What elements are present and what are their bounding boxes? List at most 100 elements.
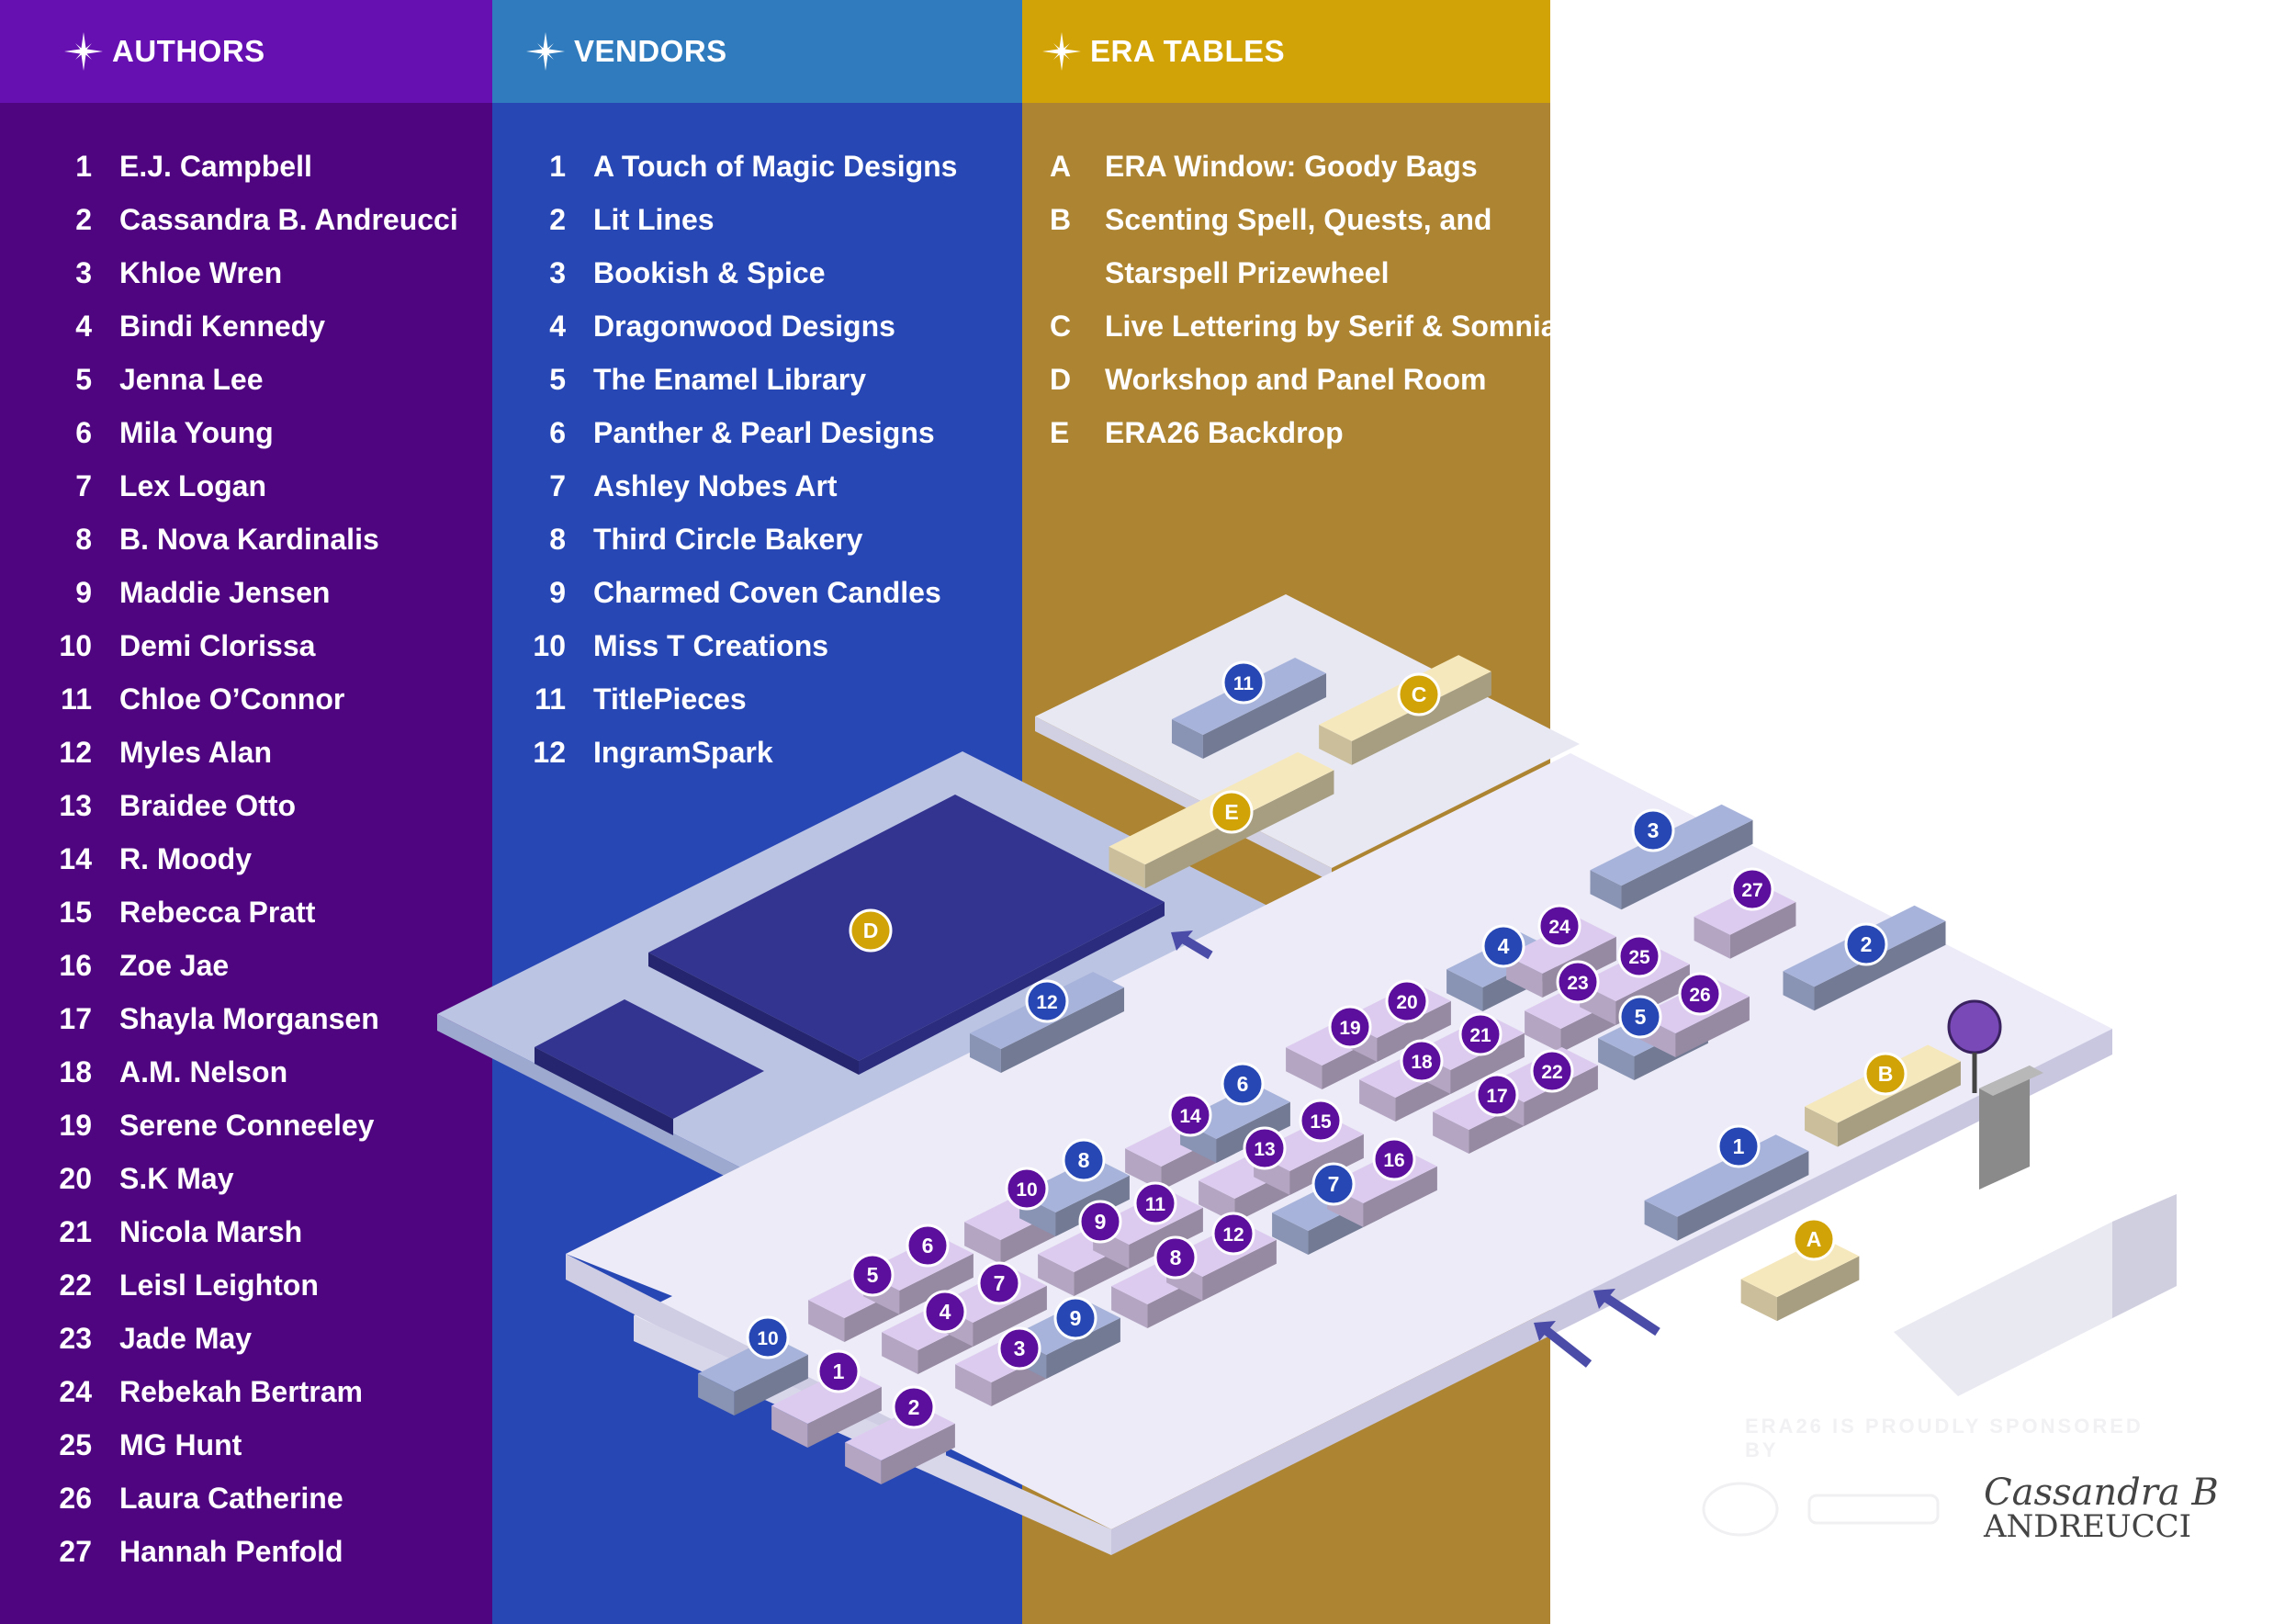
authors-item-name: Khloe Wren <box>119 255 283 289</box>
marker-label: 7 <box>994 1271 1006 1295</box>
era-item-number: B <box>1050 202 1072 236</box>
workshop-room-edge-2 <box>859 902 1165 1075</box>
marker-circle <box>1530 1049 1574 1093</box>
vendor-table-12-front <box>1000 987 1125 1074</box>
sparkle-icon <box>1042 32 1081 71</box>
vendor-table-9-front <box>1046 1317 1120 1379</box>
marker-label: C <box>1412 682 1427 706</box>
sponsor-logo-1 <box>1702 1482 1779 1537</box>
marker-circle <box>1168 1093 1212 1137</box>
author-table-6-front <box>899 1253 974 1314</box>
era-table-a-front <box>1776 1256 1860 1322</box>
authors-item-number: 27 <box>59 1534 92 1568</box>
authors-item-name: Chloe O’Connor <box>119 682 345 716</box>
map-marker-author-17: 17 <box>1475 1073 1519 1117</box>
vendors-item-name: Charmed Coven Candles <box>593 575 941 609</box>
author-table-7-front <box>973 1285 1047 1347</box>
vendor-table-11-side <box>1171 719 1203 760</box>
marker-label: 1 <box>833 1359 845 1383</box>
marker-circle <box>849 908 893 953</box>
author-table-11-front <box>1129 1207 1203 1269</box>
marker-circle <box>1678 972 1722 1016</box>
authors-item-name: Rebekah Bertram <box>119 1374 363 1408</box>
vendors-item-name: Bookish & Spice <box>593 255 826 289</box>
map-marker-vendor-5: 5 <box>1618 995 1662 1039</box>
vendors-item-name: IngramSpark <box>593 735 773 769</box>
map-marker-era-E: E <box>1210 790 1254 834</box>
marker-circle <box>1397 672 1441 716</box>
marker-circle <box>906 1224 950 1268</box>
authors-item-name: Hannah Penfold <box>119 1534 343 1568</box>
vendor-table-11-front <box>1202 672 1327 760</box>
authors-item-number: 9 <box>75 575 92 609</box>
marker-label: 7 <box>1328 1172 1340 1196</box>
marker-label: 24 <box>1548 917 1570 938</box>
vendor-table-1 <box>1644 1134 1809 1241</box>
map-marker-author-5: 5 <box>850 1253 895 1297</box>
authors-item-number: 2 <box>75 202 92 236</box>
map-marker-author-14: 14 <box>1168 1093 1212 1137</box>
map-marker-vendor-10: 10 <box>746 1315 790 1359</box>
author-table-16-front <box>1363 1166 1437 1227</box>
map-marker-author-16: 16 <box>1372 1137 1416 1181</box>
vendors-item-number: 8 <box>549 522 566 556</box>
elevator <box>1979 1066 2030 1190</box>
vendor-table-10-side <box>698 1373 735 1415</box>
map-marker-vendor-11: 11 <box>1221 660 1266 705</box>
arrow-head <box>1171 930 1193 951</box>
vendors-item-number: 5 <box>549 362 566 396</box>
marker-label: 10 <box>1016 1179 1037 1201</box>
map-marker-vendor-2: 2 <box>1844 922 1888 966</box>
author-table-21-front <box>1450 1032 1525 1094</box>
sponsor-logo-2 <box>1807 1494 1940 1525</box>
authors-item-number: 23 <box>59 1321 92 1355</box>
era-title: ERA TABLES <box>1090 34 1286 68</box>
authors-item-number: 12 <box>59 735 92 769</box>
marker-label: 10 <box>757 1328 778 1349</box>
authors-item-name: E.J. Campbell <box>119 149 312 183</box>
upper-room-floor <box>1035 594 1580 868</box>
vendors-item-number: 7 <box>549 468 566 502</box>
authors-item-number: 18 <box>59 1054 92 1088</box>
author-table-2-front <box>881 1423 955 1484</box>
era-item-number: D <box>1050 362 1072 396</box>
marker-circle <box>1458 1012 1503 1056</box>
vendors-item-name: Panther & Pearl Designs <box>593 415 935 449</box>
era-item-name: Workshop and Panel Room <box>1105 362 1487 396</box>
marker-label: B <box>1878 1062 1894 1086</box>
vendors-item-name: A Touch of Magic Designs <box>593 149 958 183</box>
map-marker-author-12: 12 <box>1211 1212 1255 1256</box>
map-marker-author-3: 3 <box>997 1326 1041 1370</box>
vendor-table-2-front <box>1814 920 1946 1011</box>
marker-label: 2 <box>1861 932 1873 956</box>
vendor-table-10-front <box>734 1354 808 1415</box>
marker-circle <box>1211 1212 1255 1256</box>
map-marker-author-20: 20 <box>1385 979 1429 1023</box>
vendors-item-name: The Enamel Library <box>593 362 866 396</box>
marker-label: 14 <box>1179 1106 1201 1127</box>
marker-label: E <box>1224 800 1238 824</box>
marker-label: 1 <box>1733 1134 1745 1158</box>
era-item-number: A <box>1050 149 1072 183</box>
authors-header: AUTHORS <box>0 0 492 103</box>
map-marker-author-25: 25 <box>1617 934 1661 978</box>
era-item-name: Scenting Spell, Quests, and <box>1105 202 1492 236</box>
map-marker-author-8: 8 <box>1154 1235 1198 1280</box>
marker-circle <box>1792 1217 1836 1261</box>
author-table-14-side <box>1125 1148 1162 1190</box>
authors-item-name: Braidee Otto <box>119 788 297 822</box>
map-marker-vendor-4: 4 <box>1481 924 1525 968</box>
marker-circle <box>1481 924 1525 968</box>
era-table-c-front <box>1351 671 1491 765</box>
